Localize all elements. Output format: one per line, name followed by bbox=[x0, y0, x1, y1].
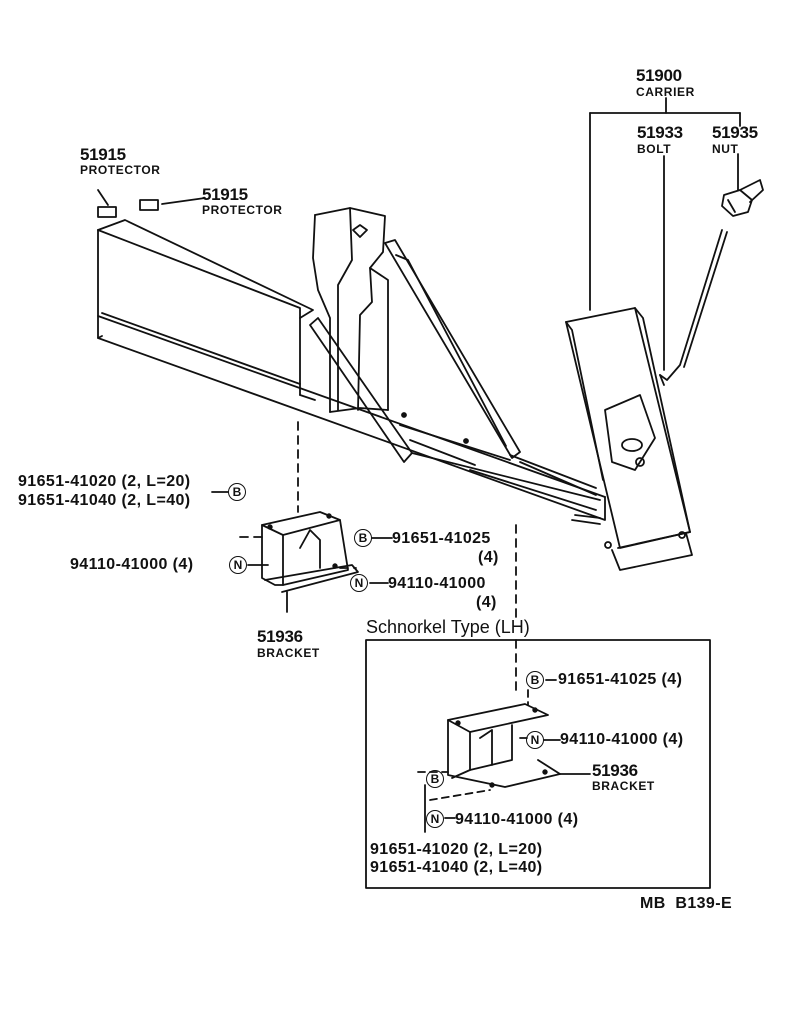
inset-nut-bottom: 94110-41000 (4) bbox=[455, 811, 579, 828]
nut-part-name: NUT bbox=[712, 142, 739, 156]
center-post bbox=[312, 207, 389, 413]
inset-nut-mid: 94110-41000 (4) bbox=[560, 731, 684, 748]
inset-bolt-line-1: 91651-41020 (2, L=20) bbox=[370, 841, 543, 858]
diagram-code: MB B139-E bbox=[640, 895, 733, 912]
nut-n-icon: N bbox=[229, 556, 247, 574]
inset-bolt-top: 91651-41025 (4) bbox=[558, 671, 683, 688]
nut-right-code: 94110-41000 bbox=[388, 575, 486, 592]
carrier-part-name: CARRIER bbox=[636, 85, 695, 99]
bolt-bracket-code: 91651-41025 bbox=[392, 530, 491, 547]
bolt-part-number: 51933 bbox=[637, 123, 683, 142]
nut-left-code: 94110-41000 (4) bbox=[70, 556, 194, 573]
nut-n-icon: N bbox=[350, 574, 368, 592]
carrier-nut bbox=[721, 179, 764, 217]
inset-bolt-line-2: 91651-41040 (2, L=40) bbox=[370, 859, 543, 876]
bracket-part-number: 51936 bbox=[257, 627, 303, 646]
nut-n-icon: N bbox=[526, 731, 544, 749]
nut-n-icon: N bbox=[426, 810, 444, 828]
main-bracket bbox=[261, 511, 359, 613]
protectors bbox=[97, 189, 206, 218]
carrier-bolt bbox=[659, 229, 728, 386]
inset-bracket-number: 51936 bbox=[592, 761, 638, 780]
braces bbox=[309, 239, 521, 463]
bolt-bracket-qty: (4) bbox=[478, 549, 499, 566]
inset-leaders bbox=[424, 679, 591, 833]
rail-inner bbox=[399, 412, 601, 525]
tail-upright bbox=[565, 307, 693, 571]
upper-leaders bbox=[589, 97, 741, 371]
nut-right-qty: (4) bbox=[476, 594, 497, 611]
bolt-b-icon: B bbox=[426, 770, 444, 788]
carrier-part-number: 51900 bbox=[636, 66, 682, 85]
bolt-main-line-1: 91651-41020 (2, L=20) bbox=[18, 473, 191, 490]
protector-right-name: PROTECTOR bbox=[202, 203, 283, 217]
bolt-part-name: BOLT bbox=[637, 142, 672, 156]
inset-bracket bbox=[447, 703, 561, 788]
bolt-main-line-2: 91651-41040 (2, L=40) bbox=[18, 492, 191, 509]
bracket-part-name: BRACKET bbox=[257, 646, 320, 660]
protector-right-number: 51915 bbox=[202, 185, 248, 204]
protector-left-name: PROTECTOR bbox=[80, 163, 161, 177]
inset-title: Schnorkel Type (LH) bbox=[366, 617, 530, 637]
dashed-alignments bbox=[239, 421, 517, 691]
protector-left-number: 51915 bbox=[80, 145, 126, 164]
inset-frame bbox=[365, 639, 711, 889]
nut-part-number: 51935 bbox=[712, 123, 758, 142]
bolt-b-icon: B bbox=[354, 529, 372, 547]
bolt-b-icon: B bbox=[228, 483, 246, 501]
bolt-b-icon: B bbox=[526, 671, 544, 689]
badge-leaders bbox=[211, 491, 393, 584]
inset-bracket-name: BRACKET bbox=[592, 779, 655, 793]
